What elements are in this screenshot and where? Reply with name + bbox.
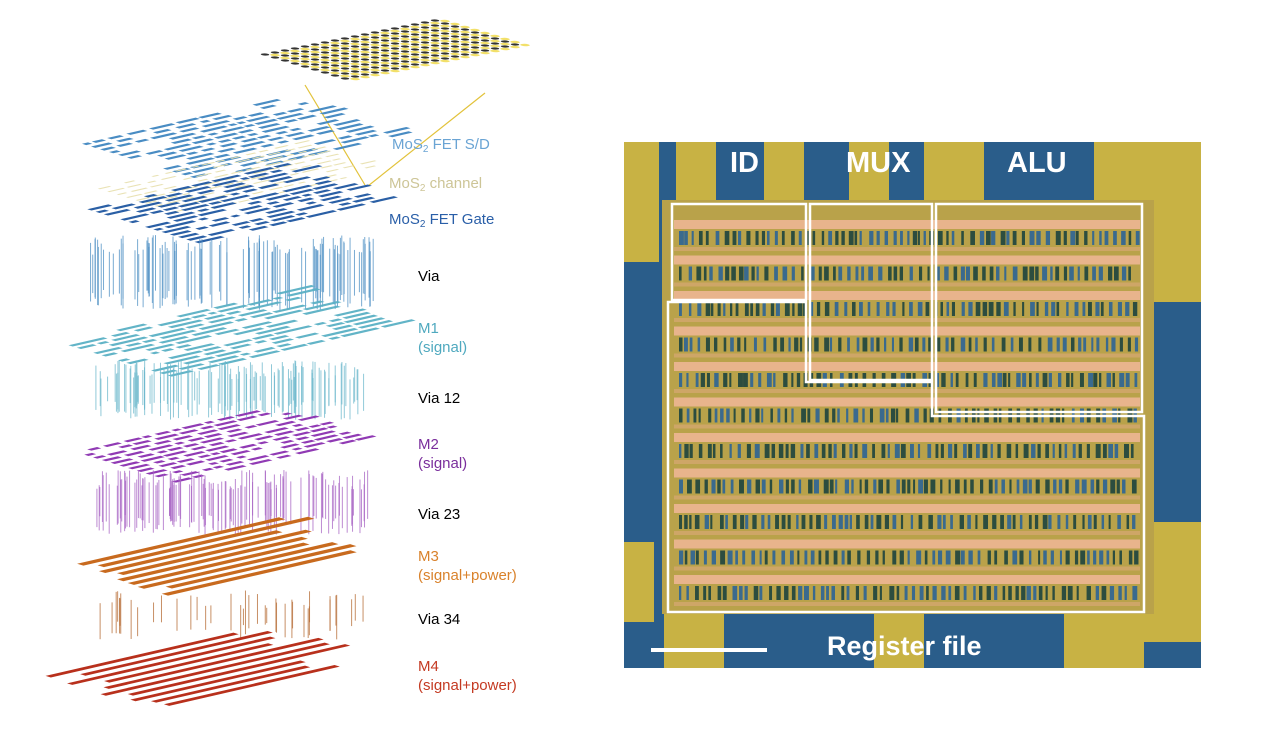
layer-label-m4: M4(signal+power) — [418, 658, 517, 694]
layer-label-channel: MoS2 channel — [389, 175, 483, 194]
layer-label-via: Via — [418, 268, 440, 285]
layer-m4 — [45, 631, 351, 706]
layer-sd — [82, 98, 413, 178]
zoom-line-right — [367, 92, 486, 187]
chip-micrograph — [624, 142, 1201, 668]
zoom-line-left — [304, 84, 366, 186]
layer-m2 — [84, 410, 377, 483]
mos2-lattice — [260, 19, 530, 81]
layer-label-m2: M2(signal) — [418, 436, 468, 472]
layer-via23 — [96, 470, 369, 535]
layer-m1 — [68, 284, 416, 377]
layer-label-m1: M1(signal) — [418, 320, 468, 356]
layer-gate — [87, 163, 398, 244]
layer-label-via34: Via 34 — [418, 611, 461, 628]
block-label-alu: ALU — [1007, 147, 1067, 179]
chip-gold-pads — [624, 142, 1201, 668]
chip-cell-rows — [674, 220, 1140, 606]
block-label-id: ID — [730, 147, 759, 179]
scale-bar — [651, 648, 767, 652]
outline-register-file — [666, 300, 1146, 614]
layer-via12 — [95, 360, 365, 420]
layer-via — [90, 235, 374, 310]
block-label-mux: MUX — [846, 147, 911, 179]
block-label-register-file: Register file — [827, 631, 982, 661]
layer-label-gate: MoS2 FET Gate — [389, 211, 495, 230]
outline-id — [670, 202, 808, 302]
outline-mux — [808, 202, 934, 382]
outline-alu — [934, 202, 1144, 414]
layer-label-sd: MoS2 FET S/D — [392, 136, 490, 155]
layer-stack-diagram — [45, 19, 530, 706]
layer-label-m3: M3(signal+power) — [418, 548, 517, 584]
chip-block-outlines — [666, 202, 1146, 614]
layer-m3 — [77, 516, 357, 596]
layer-label-via23: Via 23 — [418, 506, 461, 523]
layer-label-via12: Via 12 — [418, 390, 461, 407]
layer-via34 — [99, 590, 364, 640]
